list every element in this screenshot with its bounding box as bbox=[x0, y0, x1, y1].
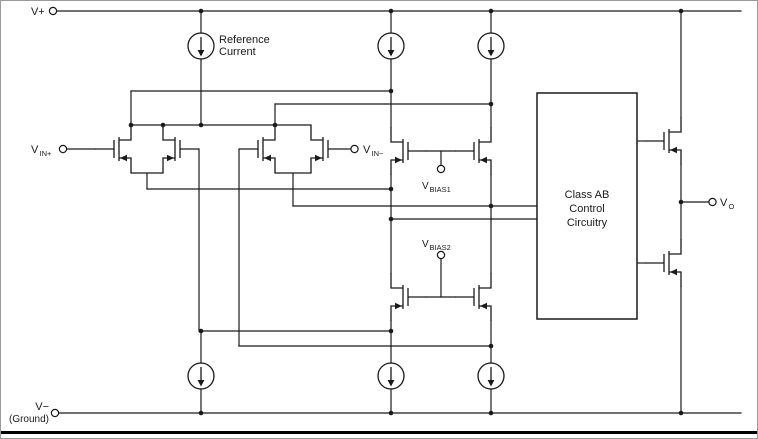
vbias2-subscript: BIAS2 bbox=[430, 243, 451, 252]
class-ab-label-line1: Class AB bbox=[565, 189, 610, 201]
class-ab-label-line2: Control bbox=[569, 203, 604, 215]
terminal-vin-minus bbox=[350, 144, 359, 154]
vin-plus-subscript: IN+ bbox=[40, 149, 53, 158]
mosfet-cascode-bottom-right-icon bbox=[454, 272, 492, 322]
reference-current-source-icon bbox=[187, 32, 215, 60]
current-sources bbox=[187, 32, 505, 390]
terminal-circles bbox=[48, 6, 717, 418]
vin-minus-label: V bbox=[363, 144, 371, 156]
current-source-icon bbox=[477, 32, 505, 60]
current-source-icon bbox=[377, 32, 405, 60]
mosfet-input-inner-left-icon bbox=[162, 124, 200, 174]
terminal-vout bbox=[708, 197, 717, 207]
current-source-icon bbox=[377, 362, 405, 390]
mosfet-cascode-top-left-icon bbox=[390, 126, 428, 176]
terminal-vbias1 bbox=[436, 164, 446, 174]
current-source-icon bbox=[187, 362, 215, 390]
vbias2-label: V bbox=[422, 239, 429, 250]
mosfet-output-top-icon bbox=[644, 116, 682, 166]
junction-dots bbox=[128, 8, 684, 416]
vbias1-subscript: BIAS1 bbox=[430, 185, 451, 194]
class-ab-label-line3: Circuitry bbox=[567, 217, 608, 229]
vin-plus-label: V bbox=[31, 144, 39, 156]
reference-current-label-line2: Current bbox=[219, 46, 256, 58]
mosfet-cascode-top-right-icon bbox=[454, 126, 492, 176]
mosfet-input-inner-right-icon bbox=[238, 124, 276, 174]
terminal-vplus bbox=[48, 6, 58, 16]
reference-current-label-line1: Reference bbox=[219, 34, 270, 46]
vout-label: V bbox=[720, 197, 728, 209]
terminal-vminus bbox=[50, 408, 60, 418]
vin-minus-subscript: IN− bbox=[372, 149, 385, 158]
vplus-label: V+ bbox=[31, 6, 45, 18]
class-ab-control-box: Class AB Control Circuitry bbox=[536, 92, 638, 320]
mosfet-input-plus-icon bbox=[94, 124, 132, 174]
terminal-vin-plus bbox=[58, 144, 68, 154]
terminal-vbias2 bbox=[436, 250, 446, 260]
mosfet-output-bottom-icon bbox=[644, 238, 682, 288]
vminus-label: V− bbox=[35, 401, 49, 413]
bottom-rule bbox=[1, 431, 757, 434]
mosfet-input-minus-icon bbox=[310, 124, 348, 174]
labels: V+ V− (Ground) Reference Current V IN+ V… bbox=[9, 6, 735, 425]
wire-network bbox=[55, 10, 742, 414]
mosfet-cascode-bottom-left-icon bbox=[390, 272, 428, 322]
current-source-icon bbox=[477, 362, 505, 390]
vbias1-label: V bbox=[422, 181, 429, 192]
ground-label: (Ground) bbox=[9, 414, 49, 425]
vout-subscript: O bbox=[729, 202, 735, 211]
